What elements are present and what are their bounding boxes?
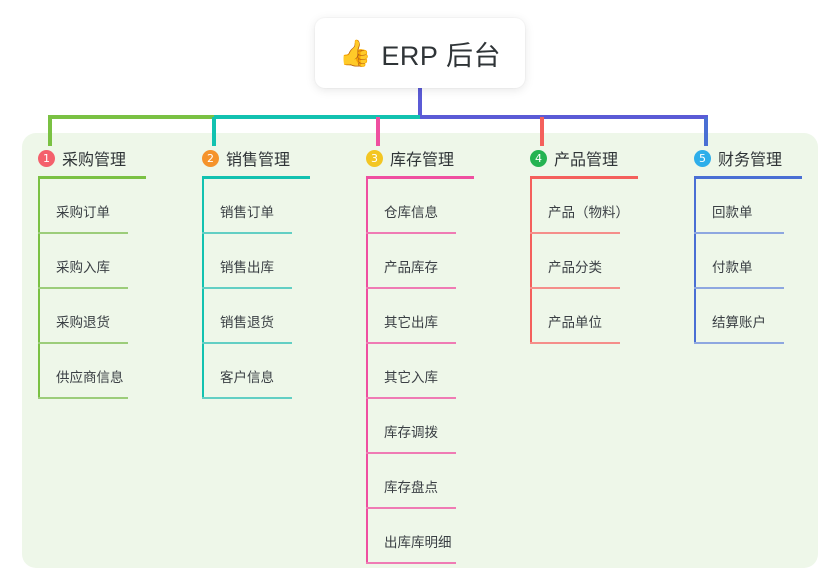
leaf-underline: [694, 342, 784, 344]
leaf-underline: [38, 287, 128, 289]
diagram-panel: [22, 133, 818, 568]
column-产品管理: 4 产品管理产品（物料） 产品分类产品单位: [514, 146, 678, 344]
leaf-label: 出库库明细: [384, 535, 452, 550]
leaf-label: 库存调拨: [384, 425, 438, 440]
column-header-4[interactable]: 4 产品管理: [514, 146, 678, 170]
leaf-underline: [202, 287, 292, 289]
leaf-underline: [530, 287, 620, 289]
badge-number-icon: 1: [38, 149, 55, 167]
column-财务管理: 5 财务管理回款单付款单结算账户: [678, 146, 839, 344]
leaf-label: 付款单: [712, 260, 753, 275]
leaf-stem: [694, 179, 696, 234]
leaf-stem: [366, 179, 368, 234]
leaf-label: 销售订单: [220, 205, 274, 220]
leaf-underline: [366, 232, 456, 234]
leaf-stem: [530, 234, 532, 289]
leaf-stem: [530, 289, 532, 344]
root-stem-connector: [418, 88, 422, 116]
column-underline: [366, 176, 474, 179]
leaf-underline: [38, 232, 128, 234]
leaf-stem: [366, 344, 368, 399]
leaf-stem: [38, 344, 40, 399]
leaf-underline: [366, 342, 456, 344]
leaf-underline: [202, 397, 292, 399]
leaf-underline: [202, 342, 292, 344]
leaf-label: 供应商信息: [56, 370, 124, 385]
leaf-label: 其它入库: [384, 370, 438, 385]
leaf-stem: [202, 179, 204, 234]
column-title: 销售管理: [226, 152, 291, 169]
leaf-underline: [366, 507, 456, 509]
column-库存管理: 3 库存管理仓库信息产品库存其它出库其它入库库存调拨库存盘点出库库明细: [350, 146, 514, 564]
column-title: 库存管理: [390, 152, 455, 169]
root-title: ERP 后台: [381, 40, 501, 71]
column-header-3[interactable]: 3 库存管理: [350, 146, 514, 170]
column-title: 产品管理: [554, 152, 619, 169]
badge-number-icon: 4: [530, 149, 547, 167]
leaf-underline: [530, 232, 620, 234]
leaf-stem: [38, 179, 40, 234]
leaf-label: 其它出库: [384, 315, 438, 330]
column-采购管理: 1 采购管理采购订单采购入库采购退货供应商信息: [22, 146, 186, 399]
column-header-1[interactable]: 1 采购管理: [22, 146, 186, 170]
leaf-underline: [366, 452, 456, 454]
leaf-stem: [202, 234, 204, 289]
leaf-stem: [38, 234, 40, 289]
leaf-label: 产品（物料）: [548, 205, 629, 220]
leaf-stem: [366, 399, 368, 454]
column-title: 采购管理: [62, 152, 127, 169]
leaf-stem: [366, 509, 368, 564]
leaf-stem: [366, 289, 368, 344]
leaf-label: 产品单位: [548, 315, 602, 330]
leaf-stem: [366, 234, 368, 289]
column-underline: [38, 176, 146, 179]
leaf-label: 结算账户: [712, 315, 766, 330]
leaf-stem: [202, 344, 204, 399]
leaf-label: 库存盘点: [384, 480, 438, 495]
column-header-5[interactable]: 5 财务管理: [678, 146, 839, 170]
leaf-stem: [694, 289, 696, 344]
column-header-2[interactable]: 2 销售管理: [186, 146, 350, 170]
leaf-stem: [38, 289, 40, 344]
leaf-underline: [38, 397, 128, 399]
leaf-label: 仓库信息: [384, 205, 438, 220]
leaf-label: 采购订单: [56, 205, 110, 220]
leaf-label: 采购退货: [56, 315, 110, 330]
leaf-stem: [530, 179, 532, 234]
leaf-underline: [530, 342, 620, 344]
leaf-stem: [202, 289, 204, 344]
root-node[interactable]: 👍 ERP 后台: [315, 18, 525, 88]
badge-number-icon: 3: [366, 149, 383, 167]
leaf-stem: [366, 454, 368, 509]
column-title: 财务管理: [718, 152, 783, 169]
badge-number-icon: 5: [694, 149, 711, 167]
leaf-label: 采购入库: [56, 260, 110, 275]
leaf-underline: [366, 397, 456, 399]
column-销售管理: 2 销售管理销售订单销售出库销售退货客户信息: [186, 146, 350, 399]
column-underline: [530, 176, 638, 179]
leaf-underline: [202, 232, 292, 234]
leaf-underline: [38, 342, 128, 344]
column-underline: [694, 176, 802, 179]
leaf-label: 回款单: [712, 205, 753, 220]
leaf-underline: [694, 232, 784, 234]
column-underline: [202, 176, 310, 179]
leaf-underline: [366, 287, 456, 289]
leaf-label: 产品库存: [384, 260, 438, 275]
leaf-underline: [694, 287, 784, 289]
leaf-stem: [694, 234, 696, 289]
badge-number-icon: 2: [202, 149, 219, 167]
leaf-underline: [366, 562, 456, 564]
leaf-label: 产品分类: [548, 260, 602, 275]
thumbs-up-icon: 👍: [339, 38, 372, 68]
leaf-label: 客户信息: [220, 370, 274, 385]
leaf-label: 销售退货: [220, 315, 274, 330]
leaf-label: 销售出库: [220, 260, 274, 275]
